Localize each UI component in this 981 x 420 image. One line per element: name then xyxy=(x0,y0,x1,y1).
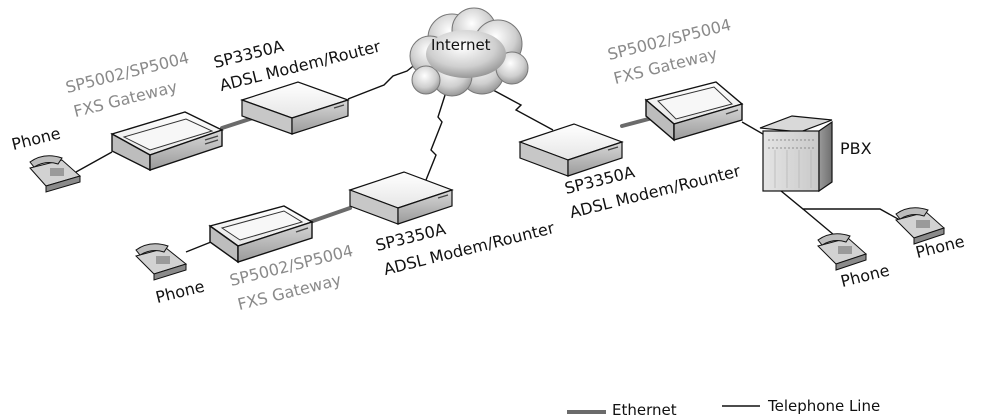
gateway-left xyxy=(110,111,224,172)
modem-bottom xyxy=(348,171,454,225)
modem-right xyxy=(518,123,624,177)
gateway-right xyxy=(644,81,744,142)
pbx-phone-lines xyxy=(774,185,908,225)
phone-icon-bottom xyxy=(135,243,188,281)
wan-link-right xyxy=(479,82,554,131)
modem-left xyxy=(240,81,350,135)
telephone-links xyxy=(75,57,908,253)
pbx-cabinet xyxy=(759,115,833,193)
pbx-line xyxy=(741,121,764,135)
wan-link-bottom xyxy=(425,91,447,181)
legend-ethernet-label: Ethernet xyxy=(612,401,677,419)
internet-label: Internet xyxy=(431,36,491,54)
pbx-label: PBX xyxy=(840,139,872,158)
phone-icon-left xyxy=(29,155,82,193)
internet-cloud xyxy=(409,7,529,97)
legend-telephone-label: Telephone Line xyxy=(768,397,881,415)
phone-line-left xyxy=(75,151,113,173)
gateway-bottom xyxy=(208,205,314,264)
phone-icon-right-a xyxy=(817,233,867,271)
phone-icon-right-b xyxy=(895,207,945,245)
legend xyxy=(567,405,760,414)
ethernet-link-bottom xyxy=(308,206,352,224)
